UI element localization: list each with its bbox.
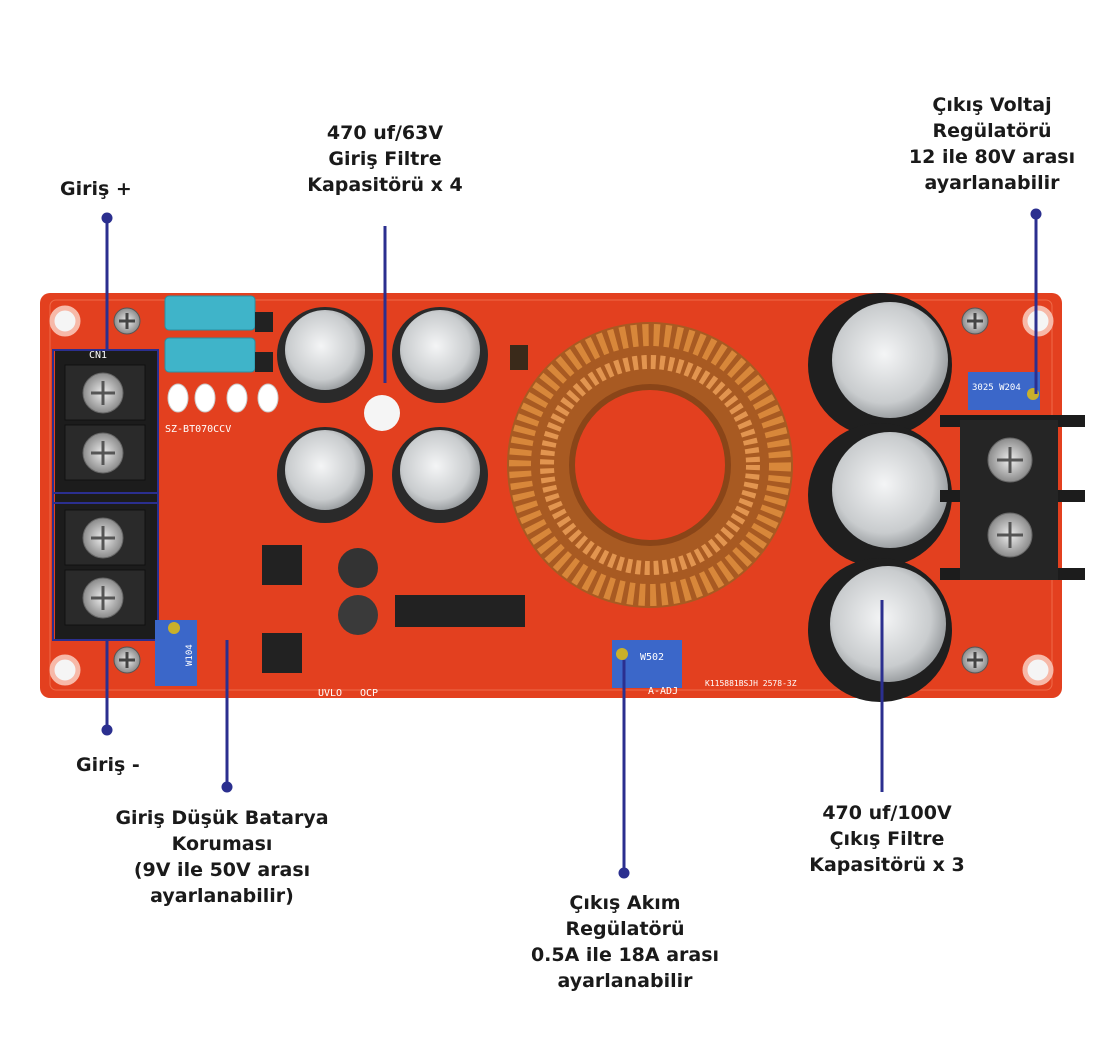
pot-right-label: 3025 W204 <box>972 383 1021 393</box>
input-terminal-block <box>52 349 159 641</box>
input-minus-label: Giriş - <box>76 754 140 776</box>
low-battery-protection-label: Giriş Düşük Batarya Koruması (9V ile 50V… <box>115 807 329 907</box>
ocp-label: OCP <box>360 688 378 699</box>
uvlo-label: UVLO <box>318 688 342 699</box>
smd-components <box>262 345 528 673</box>
cn1-label: CN1 <box>89 350 107 361</box>
output-terminal-block <box>940 415 1085 580</box>
pot-left-label: W104 <box>185 644 195 666</box>
pot-mid-label: W502 <box>640 652 664 663</box>
mounting-holes <box>49 305 1054 686</box>
voltage-regulator-label: Çıkış Voltaj Regülatörü 12 ile 80V arası… <box>908 94 1076 194</box>
callout-dots <box>101 208 1042 879</box>
silkscreen-text: CN1 SZ-BT070CCV UVLO OCP A-ADJ K115881BS… <box>89 350 1021 699</box>
input-capacitor-label: 470 uf/63V Giriş Filtre Kapasitörü x 4 <box>307 122 463 196</box>
input-plus-label: Giriş + <box>60 178 132 200</box>
output-capacitor-label: 470 uf/100V Çıkış Filtre Kapasitörü x 3 <box>809 802 965 876</box>
potentiometers <box>155 372 1040 688</box>
board-screws <box>113 307 989 674</box>
callout-lines <box>105 214 1038 873</box>
fuses <box>164 295 273 373</box>
output-capacitors <box>808 293 952 702</box>
board-code-label: K115881BSJH 2578-3Z <box>705 679 797 688</box>
toroid-inductor <box>507 322 793 608</box>
a-adj-label: A-ADJ <box>648 686 678 697</box>
solder-pads <box>167 383 279 413</box>
input-capacitors <box>277 307 488 523</box>
current-regulator-label: Çıkış Akım Regülatörü 0.5A ile 18A arası… <box>530 892 720 992</box>
chip-name-label: SZ-BT070CCV <box>165 424 231 435</box>
